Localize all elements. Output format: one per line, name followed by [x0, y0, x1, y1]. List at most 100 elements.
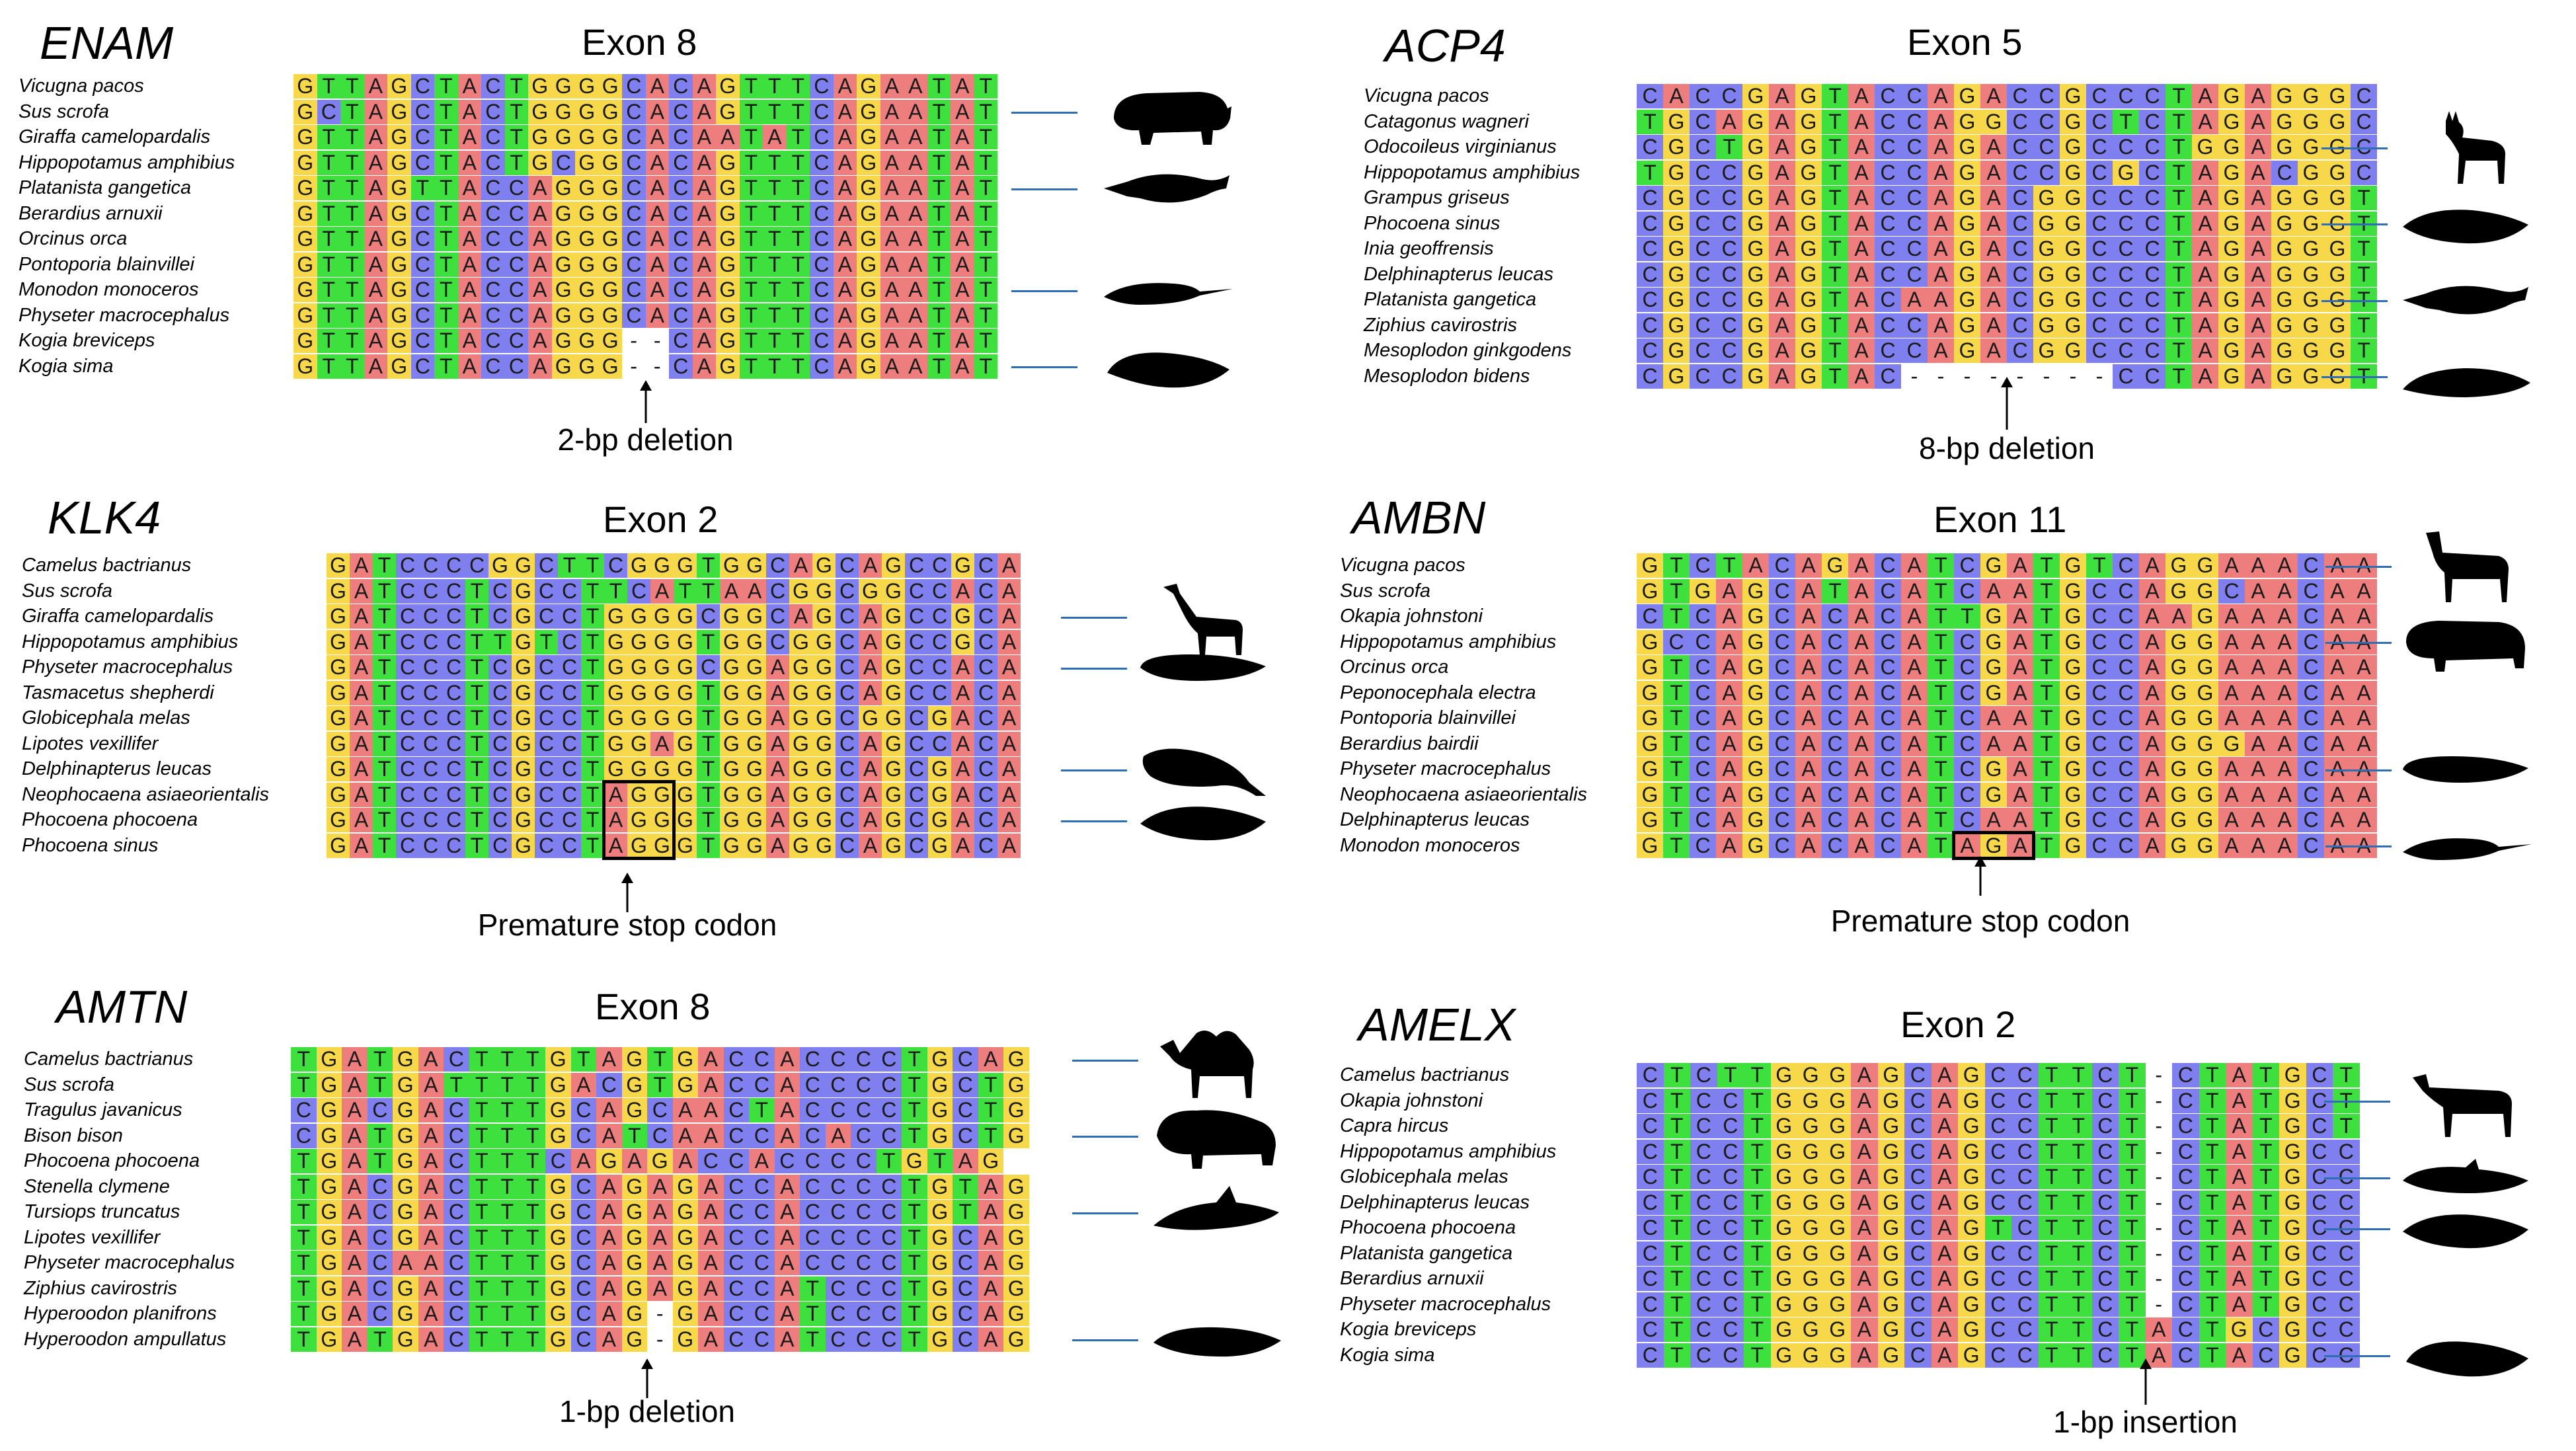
nucleotide-cell: A [978, 1200, 1003, 1224]
nucleotide-cell: C [669, 278, 693, 302]
species-name: Monodon monoceros [1340, 834, 1520, 856]
nucleotide-cell: G [743, 757, 766, 781]
nucleotide-cell: G [627, 808, 650, 832]
nucleotide-cell: A [904, 125, 927, 149]
nucleotide-cell: A [2271, 731, 2298, 756]
nucleotide-cell: T [1744, 1241, 1771, 1266]
nucleotide-cell: C [1690, 655, 1716, 680]
pilot-whale-silhouette-icon [2403, 1158, 2528, 1193]
nucleotide-cell: A [2192, 237, 2218, 261]
nucleotide-cell: T [494, 1072, 520, 1097]
nucleotide-cell: T [876, 1149, 902, 1173]
nucleotide-cell: A [364, 125, 387, 149]
nucleotide-cell: C [2333, 1190, 2360, 1215]
nucleotide-cell: A [2166, 604, 2192, 629]
nucleotide-cell: G [2298, 84, 2324, 108]
nucleotide-cell: G [604, 604, 627, 629]
leader-line [1011, 188, 1077, 190]
nucleotide-cell: G [621, 1251, 647, 1275]
nucleotide-cell: T [1822, 186, 1848, 210]
nucleotide-cell: T [2199, 1190, 2226, 1215]
nucleotide-cell: G [2060, 757, 2086, 781]
nucleotide-cell: G [512, 706, 535, 730]
nucleotide-cell: A [2271, 553, 2298, 578]
nucleotide-cell: C [810, 227, 834, 251]
nucleotide-cell: T [1928, 757, 1954, 781]
nucleotide-cell: G [528, 125, 552, 149]
nucleotide-cell: T [373, 553, 396, 578]
nucleotide-cell: T [697, 833, 720, 858]
nucleotide-cell: T [2038, 1165, 2065, 1189]
nucleotide-cell: T [786, 125, 810, 149]
nucleotide-cell: C [1690, 1241, 1717, 1266]
nucleotide-cell: T [786, 354, 810, 379]
nucleotide-cell: T [2119, 1165, 2146, 1189]
nucleotide-cell: G [1795, 211, 1822, 236]
nucleotide-cell: A [1848, 262, 1875, 287]
nucleotide-cell: A [647, 1251, 673, 1275]
nucleotide-cell: C [1690, 135, 1716, 159]
leader-line [2324, 1228, 2390, 1230]
nucleotide-cell: G [812, 731, 836, 756]
nucleotide-cell: A [2226, 1088, 2253, 1113]
nucleotide-cell: T [739, 227, 763, 251]
nucleotide-cell: T [434, 74, 458, 98]
nucleotide-cell: A [2218, 655, 2245, 680]
nucleotide-cell: G [743, 553, 766, 578]
nucleotide-cell: T [974, 176, 997, 200]
nucleotide-cell: T [581, 553, 604, 578]
nucleotide-cell: A [1795, 629, 1822, 654]
nucleotide-cell: A [774, 1098, 800, 1122]
nucleotide-cell: A [774, 1251, 800, 1275]
nucleotide-cell: A [698, 1200, 724, 1224]
nucleotide-cell: A [1928, 313, 1954, 338]
nucleotide-cell: G [512, 629, 535, 654]
nucleotide-cell: G [512, 655, 535, 680]
nucleotide-cell: C [1904, 1088, 1932, 1113]
nucleotide-cell: G [812, 706, 836, 730]
nucleotide-cell: A [692, 329, 716, 353]
nucleotide-cell: C [1690, 680, 1716, 705]
nucleotide-cell: G [720, 553, 743, 578]
nucleotide-cell: C [669, 303, 693, 328]
nucleotide-cell: T [434, 201, 458, 226]
nucleotide-cell: T [469, 1149, 494, 1173]
nucleotide-cell: G [2192, 135, 2218, 159]
nucleotide-cell: A [1901, 731, 1928, 756]
nucleotide-cell: C [558, 680, 581, 705]
nucleotide-cell: C [2333, 1267, 2360, 1291]
nucleotide-cell: C [851, 1327, 877, 1352]
nucleotide-cell: C [2298, 578, 2324, 604]
species-name: Tasmacetus shepherdi [22, 682, 214, 703]
nucleotide-cell: G [720, 680, 743, 705]
nucleotide-cell: C [905, 629, 928, 654]
nucleotide-cell: C [749, 1200, 775, 1224]
nucleotide-cell: A [1928, 262, 1954, 287]
nucleotide-cell: G [1824, 1241, 1851, 1266]
nucleotide-cell: C [905, 578, 928, 604]
nucleotide-cell: C [766, 629, 789, 654]
species-name: Neophocaena asiaeorientalis [1340, 783, 1588, 805]
nucleotide-cell: C [1716, 237, 1742, 261]
nucleotide-cell: A [1931, 1216, 1958, 1240]
nucleotide-cell: G [1954, 135, 1980, 159]
nucleotide-cell: A [774, 1327, 800, 1352]
nucleotide-cell: A [766, 782, 789, 807]
nucleotide-cell: A [2007, 553, 2033, 578]
nucleotide-cell: A [720, 578, 743, 604]
nucleotide-cell: C [535, 757, 558, 781]
nucleotide-cell: C [1690, 604, 1716, 629]
nucleotide-cell: T [1717, 1063, 1744, 1087]
nucleotide-cell: A [698, 1276, 724, 1301]
nucleotide-cell: G [927, 1225, 953, 1250]
nucleotide-cell: T [604, 578, 627, 604]
nucleotide-cell: C [1690, 629, 1716, 654]
nucleotide-cell: T [494, 1251, 520, 1275]
nucleotide-cell: A [1928, 135, 1954, 159]
nucleotide-cell: A [880, 74, 904, 98]
nucleotide-cell: G [1797, 1139, 1824, 1164]
nucleotide-cell: C [1717, 1317, 1744, 1342]
nucleotide-cell: A [1848, 604, 1875, 629]
nucleotide-cell: G [316, 1251, 342, 1275]
nucleotide-cell: A [978, 1302, 1003, 1326]
